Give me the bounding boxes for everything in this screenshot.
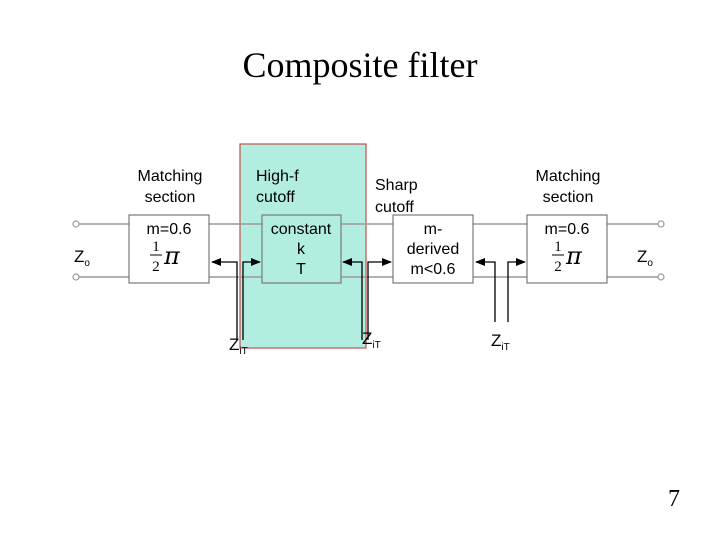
right-bottom-terminal (657, 273, 665, 281)
impedance-arrow-2-left (342, 258, 363, 340)
port-right-z: Zo (637, 247, 653, 269)
sharp-label-line1: Sharp (375, 177, 418, 194)
left-bottom-terminal (72, 273, 80, 281)
impedance-label-1: ZiT (229, 335, 248, 357)
constant-k-line2: k (297, 241, 306, 258)
m-derived-line2: derived (407, 241, 459, 258)
page-number: 7 (668, 486, 680, 512)
constant-k-block (261, 214, 342, 284)
impedance-arrow-2-right (367, 258, 392, 340)
m-derived-line3: m<0.6 (411, 261, 456, 278)
matching-left-label-line1: Matching (138, 168, 203, 185)
port-terminals (72, 220, 665, 281)
matching-right-pi-symbol: π (565, 242, 583, 270)
highf-label-line2: cutoff (256, 189, 295, 206)
constant-k-line3: T (296, 261, 306, 278)
matching-right-label-line1: Matching (536, 168, 601, 185)
constant-k-line1: constant (271, 221, 332, 238)
matching-left-label-line2: section (145, 189, 196, 206)
matching-section-right-block (526, 214, 608, 284)
port-left-z: Zo (74, 247, 90, 269)
matching-left-m-value: m=0.6 (147, 221, 192, 238)
right-top-terminal (657, 220, 665, 228)
sharp-label-line2: cutoff (375, 199, 414, 216)
impedance-arrow-1-left (211, 258, 238, 340)
matching-left-frac-num: 1 (152, 239, 160, 255)
m-derived-line1: m- (424, 221, 443, 238)
matching-right-label-line2: section (543, 189, 594, 206)
left-top-terminal (72, 220, 80, 228)
slide-title: Composite filter (242, 45, 478, 85)
impedance-label-2: ZiT (362, 329, 381, 351)
matching-left-pi-symbol: π (163, 242, 181, 270)
highf-label-line1: High-f (256, 168, 299, 185)
matching-left-frac-den: 2 (152, 259, 160, 275)
impedance-arrow-1-right (242, 258, 261, 340)
m-derived-block (392, 214, 474, 284)
matching-right-frac-num: 1 (554, 239, 562, 255)
impedance-label-3: ZiT (491, 331, 510, 353)
matching-right-m-value: m=0.6 (545, 221, 590, 238)
impedance-arrow-3-right (507, 258, 526, 322)
matching-right-frac-den: 2 (554, 259, 562, 275)
impedance-arrow-3-left (475, 258, 496, 322)
matching-section-left-block (128, 214, 210, 284)
